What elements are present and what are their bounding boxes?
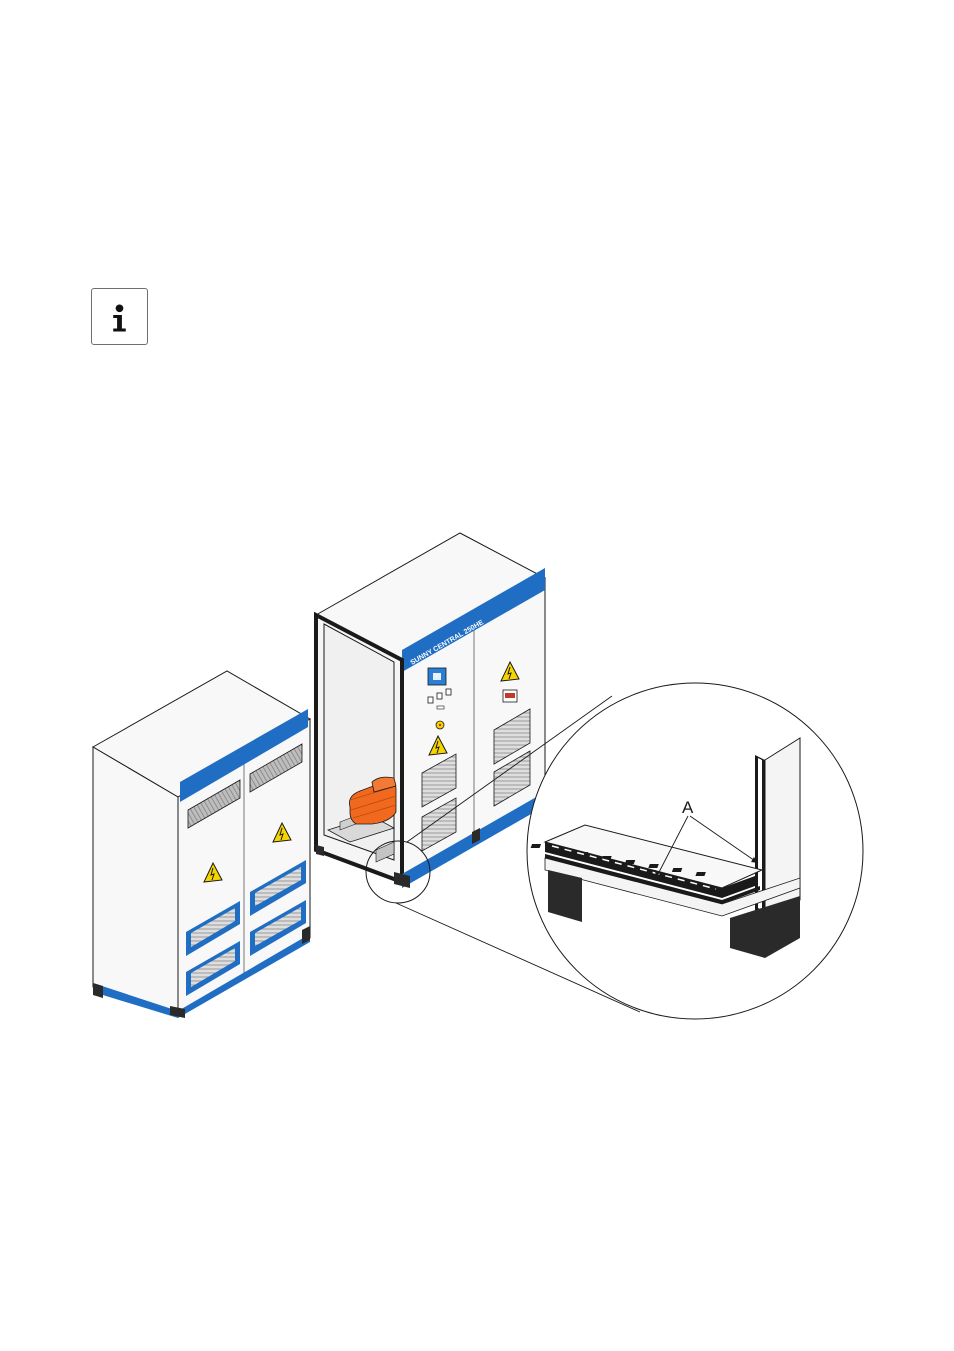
highlight-circle [365, 840, 431, 904]
blue-stripe [180, 709, 308, 802]
info-notice-icon-box [91, 288, 148, 345]
warning-sign-icon [203, 861, 223, 883]
detail-magnifier: A [526, 682, 864, 1020]
warning-sign-icon [428, 734, 448, 756]
info-icon [113, 304, 126, 332]
warning-sign-icon [272, 821, 292, 843]
right-cabinet: SUNNY CENTRAL 250HE [314, 532, 547, 888]
cabinet-installation-figure: SUNNY CENTRAL 250HE [0, 520, 954, 1040]
seal-strip [545, 842, 755, 898]
base-foot [548, 870, 582, 922]
left-cabinet [92, 670, 311, 1018]
blue-stripe [402, 568, 545, 672]
warning-sign-icon [500, 660, 520, 682]
callout-label-a: A [682, 798, 694, 817]
orange-cushion-stack [349, 776, 397, 825]
base-foot [730, 896, 800, 958]
